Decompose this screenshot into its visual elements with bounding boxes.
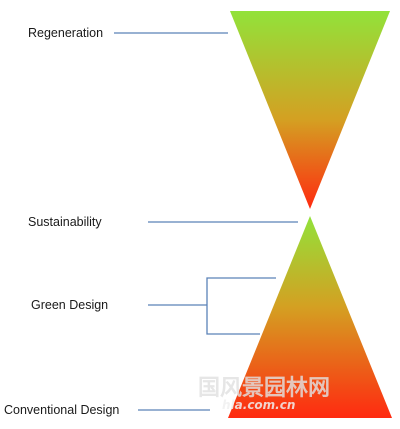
regeneration-label: Regeneration <box>28 26 104 40</box>
green-design-bracket <box>206 277 276 335</box>
conventional-design-triangle <box>228 216 392 418</box>
conventional-design-label: Conventional Design <box>4 403 120 417</box>
green-design-label: Green Design <box>31 298 109 312</box>
sustainability-label: Sustainability <box>28 215 102 229</box>
regeneration-inverted-triangle <box>230 11 390 209</box>
